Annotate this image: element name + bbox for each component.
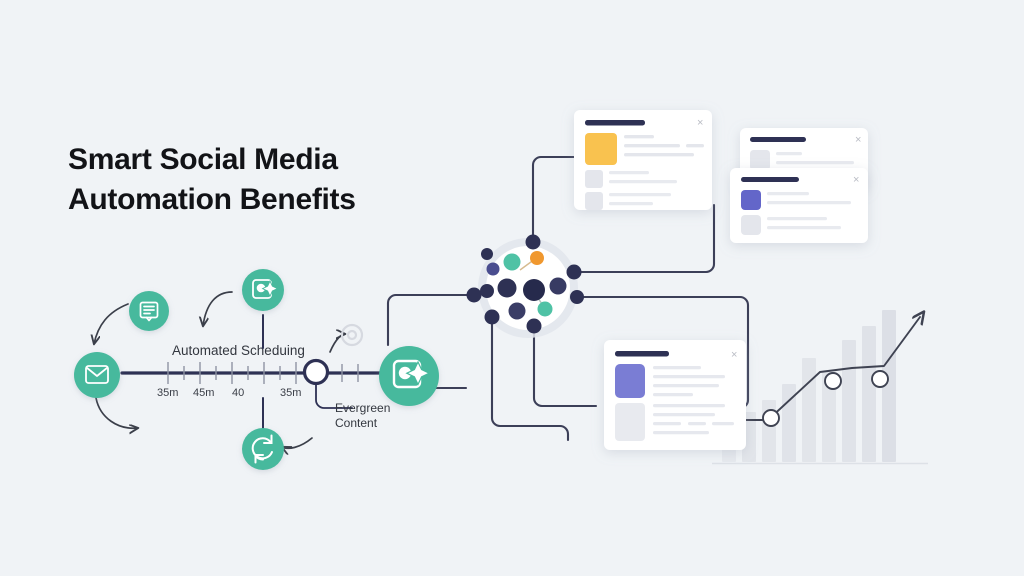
close-icon: × — [855, 134, 861, 146]
evergreen-label-line2: Content — [335, 416, 378, 430]
card-thumbnail — [750, 150, 770, 170]
document-glyph — [139, 301, 159, 322]
card-top-right-front[interactable] — [730, 168, 868, 243]
slider-label: Automated Scheduing — [172, 343, 305, 358]
card-top-left-content: × — [585, 117, 704, 210]
tick-label: 40 — [232, 387, 244, 399]
card-thumbnail — [741, 190, 761, 210]
page-title: Smart Social Media Automation Benefits — [68, 140, 488, 219]
cluster-nodes — [480, 251, 567, 320]
arrow-to-image — [203, 291, 233, 326]
slider-handle — [302, 358, 330, 386]
card-top-right-front-content: × — [741, 174, 859, 235]
card-top-right-back-content: × — [750, 134, 861, 170]
arrow-to-refresh — [282, 437, 313, 448]
title-line-2: Automation Benefits — [68, 182, 356, 216]
close-icon: × — [731, 349, 737, 361]
card-thumbnail — [585, 133, 617, 165]
arrow-mail-down — [95, 397, 138, 428]
arrow-to-target — [329, 334, 345, 353]
refresh-icon[interactable] — [242, 428, 284, 470]
image-sparkle-large-glyph — [392, 359, 431, 389]
envelope-glyph — [85, 365, 109, 384]
close-icon: × — [853, 174, 859, 186]
trend-marker — [762, 409, 780, 427]
cluster-ports — [466, 234, 584, 334]
refresh-glyph — [251, 434, 273, 464]
close-icon: × — [697, 117, 703, 129]
trend-marker — [824, 372, 842, 390]
evergreen-label-line1: Evergreen — [335, 401, 390, 415]
chart-trend-line — [705, 317, 920, 427]
scheduling-slider[interactable] — [120, 358, 394, 386]
tick-label: 45m — [193, 387, 214, 399]
document-icon[interactable] — [129, 291, 169, 331]
target-icon — [340, 323, 364, 347]
evergreen-connector — [315, 383, 353, 409]
flow-arrows — [94, 291, 345, 448]
card-bottom-content: × — [615, 349, 737, 441]
trend-marker — [871, 370, 889, 388]
title-line-1: Smart Social Media — [68, 143, 338, 176]
growth-chart — [705, 310, 928, 465]
tick-label: 35m — [280, 387, 301, 399]
node-cluster — [466, 234, 584, 338]
image-sparkle-glyph — [252, 279, 279, 299]
slider-ticks — [167, 362, 359, 384]
arrow-doc-to-mail — [94, 303, 129, 344]
tick-label: 35m — [157, 387, 178, 399]
card-thumbnail — [615, 364, 645, 398]
